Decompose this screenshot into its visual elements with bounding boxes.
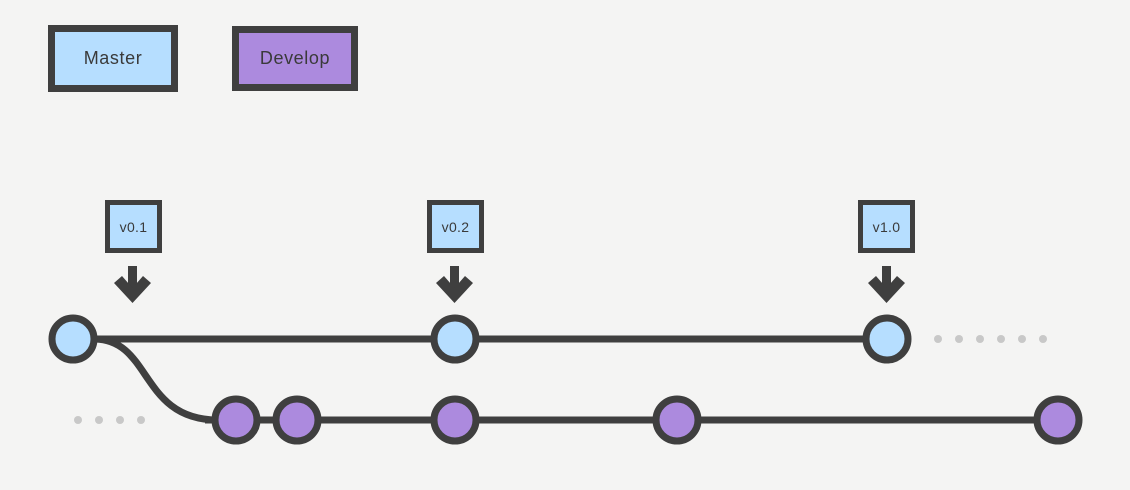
version-tag-v10[interactable]: v1.0 <box>858 200 915 253</box>
legend-item-develop: Develop <box>232 26 358 91</box>
develop-commit-node[interactable] <box>430 395 480 445</box>
legend-item-master: Master <box>48 25 178 92</box>
master-commit-node[interactable] <box>48 314 98 364</box>
version-tag-label: v0.1 <box>119 218 148 235</box>
develop-commit-node[interactable] <box>272 395 322 445</box>
tag-arrow-down-icon <box>114 266 151 303</box>
version-tag-label: v1.0 <box>872 218 901 235</box>
branch-off-curve <box>91 335 222 424</box>
develop-commit-node[interactable] <box>211 395 261 445</box>
version-tag-label: v0.2 <box>441 218 470 235</box>
master-trailing-dots <box>934 335 1047 343</box>
legend-label-master: Master <box>83 48 143 68</box>
legend-label-develop: Develop <box>259 48 331 68</box>
develop-commit-node[interactable] <box>1033 395 1083 445</box>
develop-leading-dots <box>74 416 145 424</box>
tag-arrow-down-icon <box>868 266 905 303</box>
tag-arrow-down-icon <box>436 266 473 303</box>
version-tag-v01[interactable]: v0.1 <box>105 200 162 253</box>
version-tag-v02[interactable]: v0.2 <box>427 200 484 253</box>
master-commit-node[interactable] <box>862 314 912 364</box>
develop-commit-node[interactable] <box>652 395 702 445</box>
master-commit-node[interactable] <box>430 314 480 364</box>
